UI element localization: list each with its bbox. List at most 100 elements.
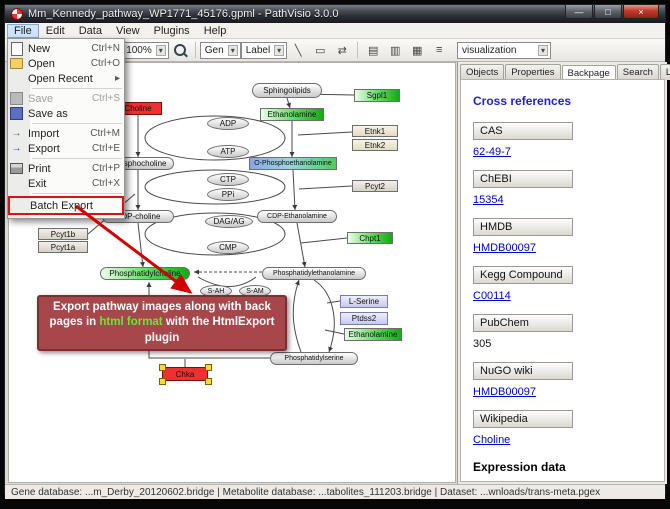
menu-item-save-as[interactable]: Save as bbox=[8, 106, 124, 121]
xref-link-chebi[interactable]: 15354 bbox=[473, 194, 504, 206]
cross-references-heading: Cross references bbox=[473, 94, 572, 108]
chevron-down-icon: ▾ bbox=[227, 44, 238, 56]
menu-file[interactable]: File bbox=[7, 23, 39, 38]
sidebar-tabs: Objects Properties Backpage Search Legen… bbox=[458, 62, 670, 81]
visualization-select[interactable]: visualization ▾ bbox=[457, 42, 551, 59]
zoom-value: 100% bbox=[126, 44, 152, 56]
zoom-fit-button[interactable] bbox=[170, 40, 190, 60]
label-tool-dropdown[interactable]: Label ▾ bbox=[240, 41, 288, 59]
align-vertical-button[interactable]: ▥ bbox=[389, 44, 401, 57]
pathway-node[interactable]: Pcyt2 bbox=[352, 180, 398, 192]
window-title: Mm_Kennedy_pathway_WP1771_45176.gpml - P… bbox=[28, 8, 339, 20]
annotation-callout: Export pathway images along with back pa… bbox=[37, 295, 287, 351]
close-button[interactable]: × bbox=[623, 5, 659, 19]
align-horizontal-button[interactable]: ▤ bbox=[367, 44, 379, 57]
pathway-node[interactable]: PPi bbox=[207, 188, 249, 201]
xref-link-kegg[interactable]: C00114 bbox=[473, 290, 511, 302]
xref-link-nugo[interactable]: HMDB00097 bbox=[473, 386, 536, 398]
pathway-node[interactable]: Phosphatidylserine bbox=[270, 352, 358, 365]
menu-separator bbox=[32, 193, 122, 194]
line-tool-button[interactable]: ╲ bbox=[294, 44, 302, 57]
pathway-node[interactable]: Chpt1 bbox=[347, 232, 393, 244]
xref-header-nugo: NuGO wiki bbox=[473, 362, 573, 380]
menu-plugins[interactable]: Plugins bbox=[153, 24, 190, 37]
tab-backpage[interactable]: Backpage bbox=[561, 65, 616, 81]
pathway-node[interactable]: O-Phosphoethanolamine bbox=[249, 157, 337, 170]
print-icon bbox=[10, 163, 23, 174]
menu-edit[interactable]: Edit bbox=[45, 24, 65, 37]
annotation-text: Export pathway images along with back pa… bbox=[49, 300, 271, 329]
pathway-node[interactable]: Sgpl1 bbox=[354, 89, 400, 102]
pathway-node[interactable]: CDP-Ethanolamine bbox=[257, 210, 337, 223]
pathway-node[interactable]: Pcyt1b bbox=[38, 228, 88, 240]
backpage-panel: Cross references CAS 62-49-7 ChEBI 15354… bbox=[460, 79, 665, 482]
pathway-node[interactable]: CMP bbox=[207, 241, 249, 254]
pathway-node[interactable]: Ethanolamine bbox=[344, 328, 402, 341]
pathway-node[interactable]: Sphingolipids bbox=[252, 83, 322, 98]
zoom-select[interactable]: 100% ▾ bbox=[121, 41, 169, 59]
menu-item-open-recent[interactable]: Open Recent ▸ bbox=[28, 72, 120, 85]
save-as-icon bbox=[10, 107, 23, 120]
datanode-dropdown[interactable]: Gen ▾ bbox=[199, 41, 241, 59]
tab-objects[interactable]: Objects bbox=[460, 64, 505, 80]
xref-header-kegg: Kegg Compound bbox=[473, 266, 573, 284]
selection-handle[interactable] bbox=[159, 378, 166, 385]
pathway-node[interactable]: L-Serine bbox=[340, 295, 388, 308]
pathway-node[interactable]: ADP bbox=[207, 117, 249, 130]
xref-link-wikipedia[interactable]: Choline bbox=[473, 434, 511, 446]
sidebar: Objects Properties Backpage Search Legen… bbox=[457, 62, 670, 484]
menu-data[interactable]: Data bbox=[78, 24, 102, 37]
app-icon bbox=[11, 8, 23, 20]
minimize-button[interactable]: — bbox=[565, 5, 593, 19]
chevron-down-icon: ▾ bbox=[274, 44, 285, 56]
pathway-node[interactable]: Pcyt1a bbox=[38, 241, 88, 253]
maximize-button[interactable]: □ bbox=[594, 5, 622, 19]
pathway-node[interactable]: DAG/AG bbox=[205, 215, 253, 228]
menu-view[interactable]: View bbox=[115, 24, 140, 37]
tab-properties[interactable]: Properties bbox=[505, 64, 561, 80]
selection-handle[interactable] bbox=[205, 364, 212, 371]
common-size-button[interactable]: ▦ bbox=[411, 44, 423, 57]
menu-item-batch-export[interactable]: Batch Export bbox=[8, 196, 124, 215]
xref-link-cas[interactable]: 62-49-7 bbox=[473, 146, 511, 158]
pathway-node-selected[interactable]: Chka bbox=[162, 367, 208, 381]
chevron-down-icon: ▾ bbox=[537, 45, 548, 56]
label-tool-label: Label bbox=[245, 44, 271, 56]
xref-link-hmdb[interactable]: HMDB00097 bbox=[473, 242, 536, 254]
selection-handle[interactable] bbox=[205, 378, 212, 385]
status-text: Gene database: ...m_Derby_20120602.bridg… bbox=[11, 486, 601, 498]
save-icon bbox=[10, 92, 23, 105]
pathway-node[interactable]: Ethanolamine bbox=[260, 108, 324, 121]
menu-separator bbox=[32, 123, 122, 124]
app-window: Mm_Kennedy_pathway_WP1771_45176.gpml - P… bbox=[4, 4, 670, 499]
xref-header-pubchem: PubChem bbox=[473, 314, 573, 332]
title-bar[interactable]: Mm_Kennedy_pathway_WP1771_45176.gpml - P… bbox=[5, 5, 665, 23]
pathway-node[interactable]: Phosphatidylethanolamine bbox=[262, 267, 366, 280]
selection-handle[interactable] bbox=[159, 364, 166, 371]
pathway-node[interactable]: CTP bbox=[207, 173, 249, 186]
pathway-node[interactable]: Phosphatidylcholine bbox=[100, 267, 190, 280]
menu-bar: File Edit Data View Plugins Help bbox=[5, 23, 665, 39]
xref-header-hmdb: HMDB bbox=[473, 218, 573, 236]
connector-tool-button[interactable]: ⇄ bbox=[337, 44, 347, 57]
tab-search[interactable]: Search bbox=[616, 64, 659, 80]
tab-legend[interactable]: Legend bbox=[659, 64, 670, 80]
visualization-value: visualization bbox=[462, 45, 517, 56]
stack-button[interactable]: ≡ bbox=[435, 44, 443, 56]
magnifier-icon bbox=[173, 44, 186, 56]
xref-header-chebi: ChEBI bbox=[473, 170, 573, 188]
pathway-node[interactable]: Etnk1 bbox=[352, 125, 398, 137]
pathway-node[interactable]: Etnk2 bbox=[352, 139, 398, 151]
menu-help[interactable]: Help bbox=[203, 24, 227, 37]
pathway-node[interactable]: ATP bbox=[207, 145, 249, 158]
pathway-node[interactable]: Ptdss2 bbox=[340, 312, 388, 325]
shape-tool-button[interactable]: ▭ bbox=[314, 44, 326, 57]
